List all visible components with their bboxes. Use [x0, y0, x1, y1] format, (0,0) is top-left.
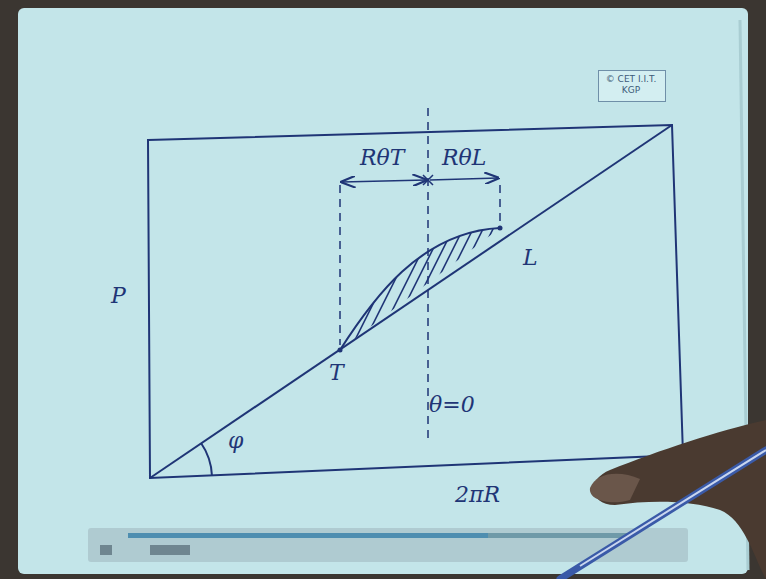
handwritten-label: L	[521, 246, 540, 270]
dimension-arrow	[430, 178, 498, 180]
pen	[560, 450, 766, 579]
helix-line	[150, 125, 672, 478]
handwritten-label: 2πR	[453, 483, 502, 507]
thumb	[590, 474, 640, 503]
progress-track	[128, 533, 628, 538]
point-dot	[338, 348, 343, 353]
handwritten-label: φ	[226, 429, 245, 453]
handwritten-label: θ=0	[427, 393, 477, 417]
player-button	[100, 545, 112, 555]
handwritten-label: P	[109, 284, 128, 308]
watermark-stamp: © CET I.I.T. KGP	[598, 70, 666, 102]
point-dot	[498, 226, 503, 231]
dimension-arrow	[342, 180, 426, 182]
cross-mark	[423, 175, 433, 185]
watermark-text: © CET I.I.T. KGP	[604, 74, 658, 96]
pen-highlight	[580, 450, 766, 566]
handwritten-label: T	[327, 361, 346, 385]
developed-surface	[148, 125, 683, 478]
hatching	[330, 175, 530, 360]
handwritten-label: RθL	[440, 146, 488, 170]
bulge-curve	[340, 228, 500, 350]
player-button	[150, 545, 190, 555]
progress-fill	[128, 533, 488, 538]
angle-arc	[201, 443, 212, 476]
handwritten-label: RθT	[358, 146, 406, 170]
dashed-guides	[340, 108, 500, 440]
